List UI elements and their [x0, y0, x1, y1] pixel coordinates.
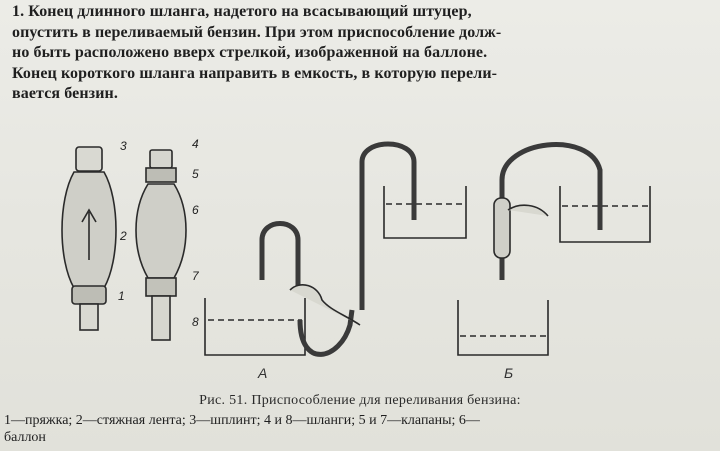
hose-upper-siphon — [359, 141, 417, 310]
figure-legend: 1—пряжка; 2—стяжная лента; 3—шплинт; 4 и… — [4, 412, 716, 446]
hand-a — [289, 284, 361, 326]
label-4: 4 — [192, 137, 199, 151]
vessel-upper-left — [383, 186, 467, 239]
label-1: 1 — [118, 289, 125, 303]
device-b — [493, 197, 511, 259]
label-7: 7 — [192, 269, 200, 283]
hose-b — [499, 142, 603, 280]
paragraph-line: 1. Конец длинного шланга, надетого на вс… — [12, 3, 472, 20]
legend-line: баллон — [4, 430, 46, 445]
vessel-lower-a — [204, 298, 306, 356]
paragraph-line: опустить в переливаемый бензин. При этом… — [12, 23, 502, 41]
figure-caption: Рис. 51. Приспособление для переливания … — [199, 393, 521, 408]
label-2: 2 — [119, 229, 127, 243]
device-parts — [135, 149, 187, 341]
legend-line: 1—пряжка; 2—стяжная лента; 3—шплинт; 4 и… — [4, 413, 480, 428]
label-6: 6 — [192, 203, 199, 217]
siphon-device-illustration: 3 2 1 4 5 6 7 8 А Б — [61, 137, 651, 381]
hose-a-short — [259, 221, 301, 290]
device-assembled — [61, 146, 117, 331]
hose-a-long — [297, 309, 355, 357]
hand-b — [507, 204, 549, 217]
instruction-paragraph: 1. Конец длинного шланга, надетого на вс… — [12, 2, 712, 105]
label-b: Б — [504, 365, 513, 381]
vessel-upper-right — [559, 186, 651, 243]
paragraph-line: но быть расположено вверх стрелкой, изоб… — [12, 44, 488, 61]
paragraph-line: Конец короткого шланга направить в емкос… — [12, 64, 498, 82]
label-3: 3 — [120, 139, 127, 153]
label-8: 8 — [192, 315, 199, 329]
vessel-lower-b — [457, 300, 549, 356]
label-5: 5 — [192, 167, 199, 181]
paragraph-line: вается бензин. — [12, 85, 118, 102]
label-a: А — [257, 365, 267, 381]
